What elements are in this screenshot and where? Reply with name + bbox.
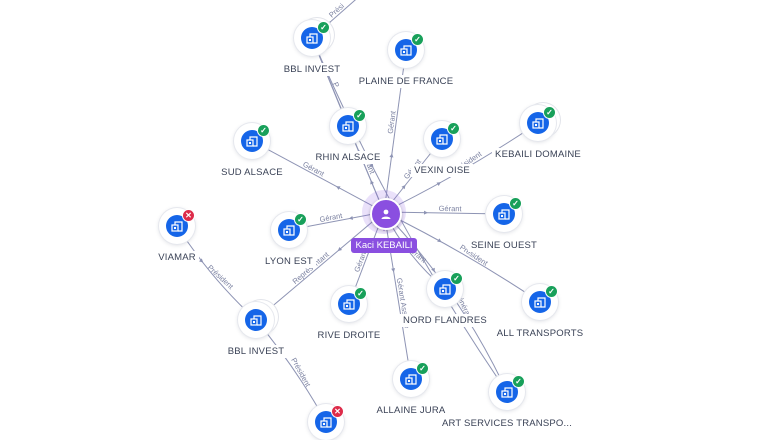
relation-label: Président: [289, 356, 313, 389]
relation-edge: [255, 211, 385, 321]
edge-arrow: [199, 258, 204, 263]
company-name: LYON EST: [262, 255, 316, 268]
check-icon: ✓: [509, 197, 522, 210]
company-name: PLAINE DE FRANCE: [355, 75, 457, 88]
edge-arrow: [389, 153, 394, 158]
edge-arrow: [436, 182, 441, 186]
edge-arrow: [423, 210, 428, 215]
building-icon: [395, 39, 417, 61]
check-icon: ✓: [416, 362, 429, 375]
check-icon: ✓: [257, 124, 270, 137]
check-icon: ✓: [411, 33, 424, 46]
building-icon: [315, 411, 337, 433]
building-icon: [493, 203, 515, 225]
relation-label: Gérant: [319, 211, 344, 224]
edge-arrow: [391, 268, 396, 273]
company-name: RIVE DROITE: [314, 329, 384, 342]
person-icon: [370, 198, 402, 230]
company-name: BBL INVEST: [224, 345, 288, 358]
person-name: Kaci KEBAILI: [351, 238, 417, 253]
building-icon: [400, 368, 422, 390]
building-icon: [166, 215, 188, 237]
company-name: VEXIN OISE: [411, 164, 473, 177]
edge-arrow: [348, 215, 354, 220]
edge-arrow: [336, 186, 341, 190]
building-icon: [431, 128, 453, 150]
building-icon: [245, 309, 267, 331]
edge-arrow: [401, 184, 406, 190]
edge-arrow: [337, 246, 343, 252]
building-icon: [338, 293, 360, 315]
relation-label: Gérant: [386, 109, 398, 134]
relation-label: Gérant: [439, 204, 463, 213]
company-name: ART SERVICES TRANSPO...: [438, 417, 576, 430]
check-icon: ✓: [512, 375, 525, 388]
edge-arrow: [431, 267, 435, 273]
building-icon: [529, 291, 551, 313]
building-icon: [527, 112, 549, 134]
check-icon: ✓: [545, 285, 558, 298]
edge-arrow: [437, 238, 442, 243]
company-name: RHIN ALSACE: [312, 151, 384, 164]
check-icon: ✓: [317, 21, 330, 34]
check-icon: ✓: [354, 287, 367, 300]
building-icon: [241, 130, 263, 152]
check-icon: ✓: [447, 122, 460, 135]
company-name: SUD ALSACE: [218, 166, 286, 179]
company-name: BBL INVEST: [280, 63, 344, 76]
building-icon: [301, 27, 323, 49]
check-icon: ✓: [353, 109, 366, 122]
closed-x-icon: ✕: [182, 209, 195, 222]
company-name: VIAMAR: [155, 251, 199, 264]
edge-arrow: [370, 180, 375, 185]
building-icon: [434, 278, 456, 300]
check-icon: ✓: [450, 272, 463, 285]
relation-edge: [383, 211, 541, 303]
company-name: ALLAINE JURA: [373, 404, 449, 417]
building-icon: [278, 219, 300, 241]
relation-label: P: [331, 81, 341, 89]
building-icon: [337, 115, 359, 137]
company-name: ALL TRANSPORTS: [493, 327, 587, 340]
company-name: NORD FLANDRES: [400, 314, 490, 327]
company-name: KEBAILI DOMAINE: [492, 148, 584, 161]
edge-arrow: [369, 163, 374, 168]
check-icon: ✓: [543, 106, 556, 119]
check-icon: ✓: [294, 213, 307, 226]
company-name: SEINE OUEST: [467, 239, 541, 252]
closed-x-icon: ✕: [331, 405, 344, 418]
building-icon: [496, 381, 518, 403]
relation-edge: [383, 211, 412, 380]
